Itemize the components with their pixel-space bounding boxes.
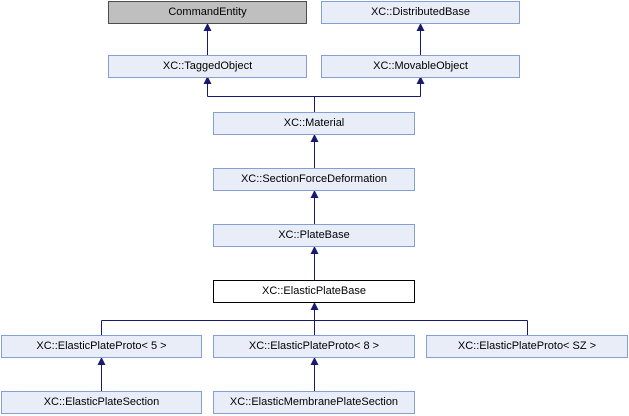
node-elastic-membrane-plate-section[interactable]: XC::ElasticMembranePlateSection	[213, 391, 415, 414]
node-command-entity[interactable]: CommandEntity	[108, 1, 307, 24]
node-section-force-deformation[interactable]: XC::SectionForceDeformation	[213, 168, 415, 191]
node-elastic-plate-section[interactable]: XC::ElasticPlateSection	[1, 391, 202, 414]
node-distributed-base[interactable]: XC::DistributedBase	[321, 1, 520, 24]
node-elastic-plate-base[interactable]: XC::ElasticPlateBase	[213, 280, 415, 303]
node-movable-object[interactable]: XC::MovableObject	[321, 55, 520, 78]
node-elastic-plate-proto-sz[interactable]: XC::ElasticPlateProto< SZ >	[426, 335, 628, 358]
node-elastic-plate-proto-8[interactable]: XC::ElasticPlateProto< 8 >	[213, 335, 415, 358]
node-plate-base[interactable]: XC::PlateBase	[213, 224, 415, 247]
node-tagged-object[interactable]: XC::TaggedObject	[108, 55, 307, 78]
node-elastic-plate-proto-5[interactable]: XC::ElasticPlateProto< 5 >	[1, 335, 202, 358]
node-material[interactable]: XC::Material	[213, 112, 415, 135]
